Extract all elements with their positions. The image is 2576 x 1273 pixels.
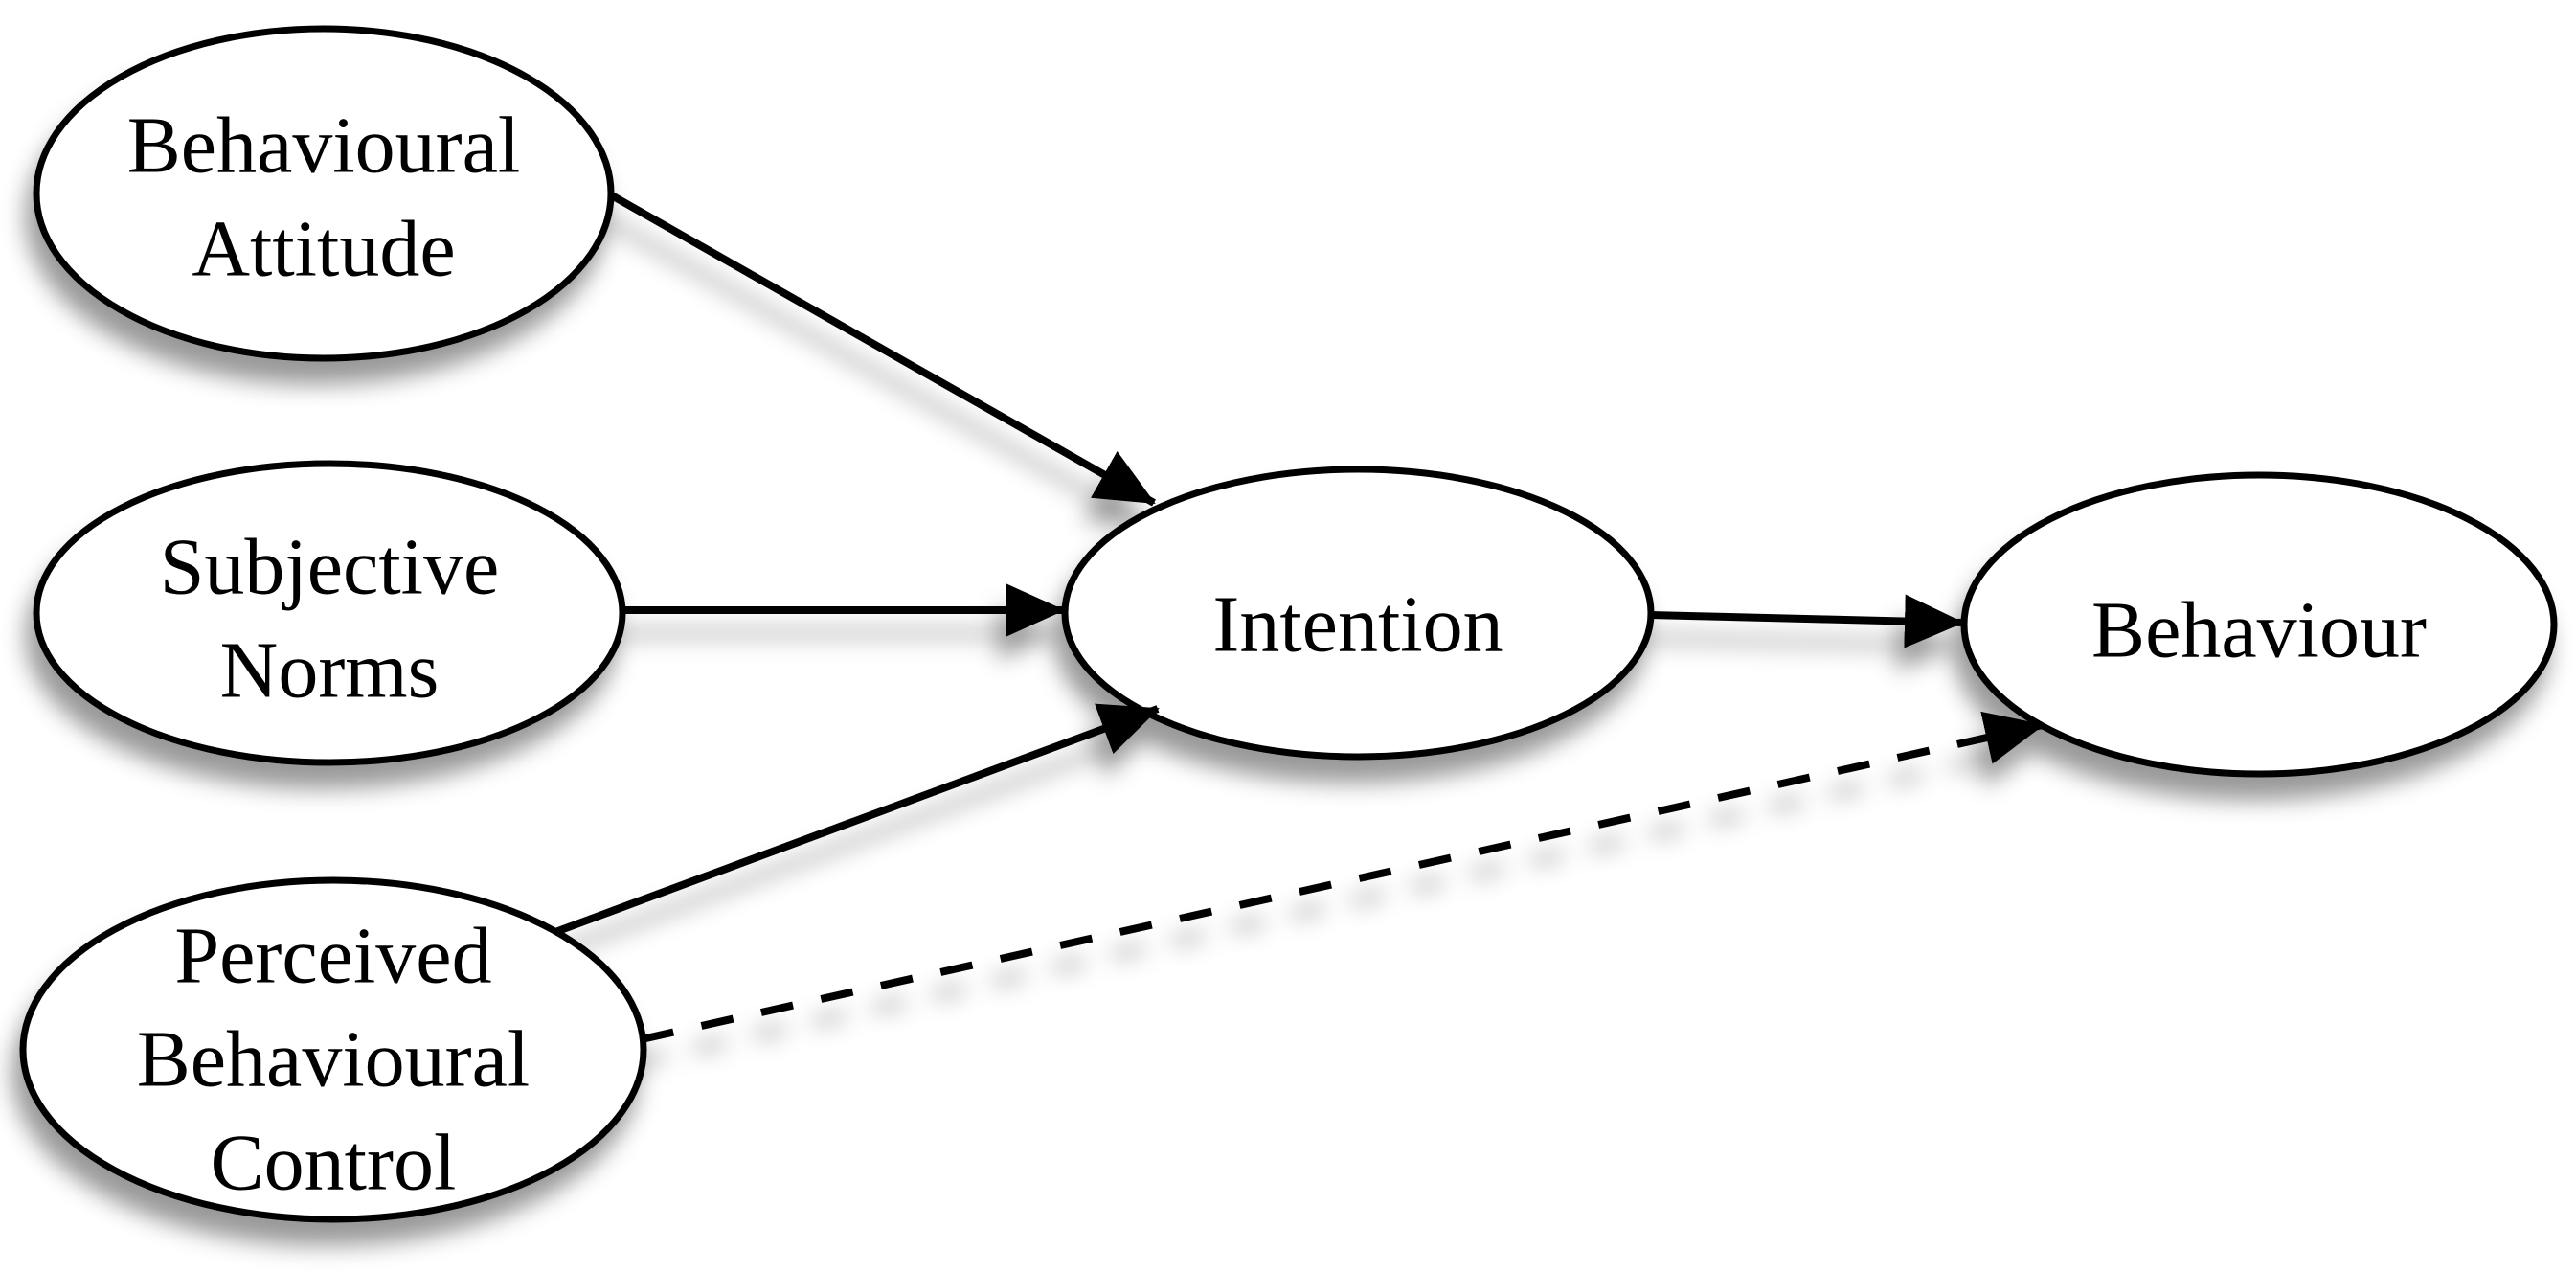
node-perceived-behavioural-control-ellipse (19, 876, 647, 1223)
node-subjective-norms-label: Subjective (160, 523, 500, 612)
node-behavioural-attitude-label: Attitude (192, 205, 455, 294)
node-behavioural-attitude-label: Behavioural (127, 102, 521, 191)
edge-behavioural-attitude-to-intention-arrow (608, 191, 1156, 507)
node-subjective-norms-ellipse (33, 460, 626, 766)
shapes-layer (19, 25, 2558, 1223)
node-intention-label: Intention (1212, 580, 1503, 670)
labels-layer: BehaviouralAttitudeSubjectiveNormsPercei… (127, 102, 2427, 1208)
node-perceived-behavioural-control-label: Behavioural (137, 1015, 531, 1104)
node-behavioural-attitude-ellipse (33, 25, 615, 362)
node-perceived-behavioural-control-label: Perceived (174, 912, 491, 1001)
edge-perceived-behavioural-control-to-intention-arrow (554, 703, 1160, 936)
node-behaviour-ellipse (1960, 471, 2558, 778)
node-subjective-norms-label: Norms (220, 626, 440, 716)
edge-intention-to-behaviour-arrow (1649, 594, 1964, 648)
node-perceived-behavioural-control-label: Control (211, 1119, 457, 1208)
edge-perceived-behavioural-control-to-behaviour-dashed-arrow (641, 711, 2045, 1043)
node-behaviour-label: Behaviour (2091, 586, 2427, 675)
